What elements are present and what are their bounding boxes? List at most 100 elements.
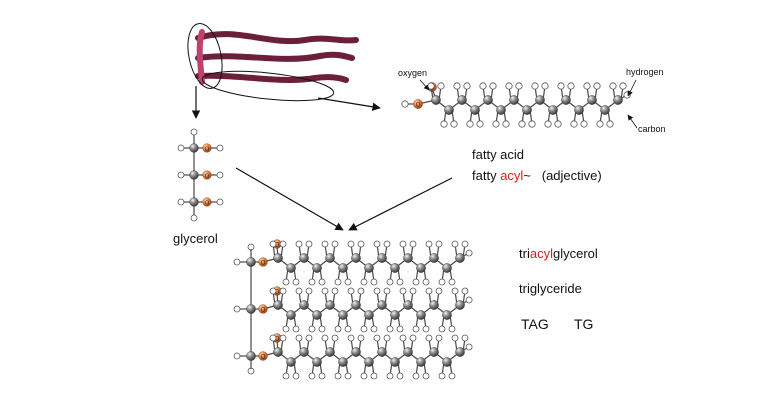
carbon-atom (286, 357, 296, 367)
hydrogen-atom (331, 240, 339, 248)
hydrogen-atom (321, 240, 329, 248)
hydrogen-atom (233, 352, 241, 360)
oxygen-atom-label: O (205, 200, 210, 206)
hydrogen-atom (373, 334, 381, 342)
hydrogen-atom (282, 325, 290, 333)
carbon-atom (325, 347, 335, 357)
hydrogen-atom (360, 278, 368, 286)
carbon-atom (338, 310, 348, 320)
carbon-atom (496, 105, 506, 115)
oxygen-atom-label: O (261, 260, 266, 266)
hydrogen-atom (357, 240, 365, 248)
hydrogen-atom (463, 82, 471, 90)
hydrogen-pointer (627, 79, 637, 97)
hydrogen-atom (580, 120, 588, 128)
hydrogen-atom (347, 240, 355, 248)
carbon-atom (416, 357, 426, 367)
hydrogen-atom (453, 82, 461, 90)
hydrogen-atom (318, 278, 326, 286)
arrow-fatty-acid-to-tag (348, 177, 453, 231)
hydrogen-atom (438, 278, 446, 286)
hydrogen-atom (409, 334, 417, 342)
hydrogen-atom (435, 287, 443, 295)
hydrogen-atom (190, 214, 198, 222)
hydrogen-atom (282, 372, 290, 380)
carbon-atom (351, 253, 361, 263)
carbon-atom (455, 300, 465, 310)
carbon-atom (429, 300, 439, 310)
carbon-atom (325, 300, 335, 310)
hydrogen-atom (334, 372, 342, 380)
hydrogen-atom (435, 240, 443, 248)
carbon-atom (189, 170, 199, 180)
hydrogen-atom (401, 100, 409, 108)
hydrogen-atom (425, 334, 433, 342)
carbon-atom (351, 300, 361, 310)
hydrogen-atom (360, 325, 368, 333)
hydrogen-atom (544, 120, 552, 128)
hydrogen-atom (279, 240, 287, 248)
triglyceride-label: triglyceride (519, 281, 582, 296)
carbon-atom (442, 310, 452, 320)
carbon-atom (189, 197, 199, 207)
hydrogen-atom (492, 120, 500, 128)
oxygen-atom-label: O (205, 173, 210, 179)
carbon-atom (364, 357, 374, 367)
hydrogen-atom (305, 287, 313, 295)
hydrogen-atom (357, 334, 365, 342)
hydrogen-atom (396, 325, 404, 333)
hydrogen-atom (438, 372, 446, 380)
hydrogen-atom (177, 198, 185, 206)
carbon-atom (312, 357, 322, 367)
carbon-atom (312, 263, 322, 273)
hydrogen-atom (425, 287, 433, 295)
tag-abbreviation: TAG (521, 316, 549, 332)
hydrogen-atom (409, 240, 417, 248)
carbon-atom (377, 347, 387, 357)
carbon-atom (403, 253, 413, 263)
hydrogen-atom (528, 120, 536, 128)
oxygen-atom (258, 304, 268, 314)
hydrogen-atom (461, 287, 469, 295)
hydrogen-atom (308, 278, 316, 286)
hydrogen-atom (619, 82, 627, 90)
hydrogen-atom (216, 144, 224, 152)
hydrogen-atom (373, 240, 381, 248)
hydrogen-atom (305, 240, 313, 248)
hydrogen-atom (489, 82, 497, 90)
carbon-atom (286, 310, 296, 320)
carbon-atom (613, 95, 623, 105)
carbon-atom (246, 351, 256, 361)
glycerol-label: glycerol (173, 231, 218, 246)
oxygen-atom-label: O (275, 336, 280, 342)
hydrogen-atom (557, 82, 565, 90)
carbon-atom (189, 143, 199, 153)
hydrogen-atom (308, 325, 316, 333)
hydrogen-atom (466, 120, 474, 128)
hydrogen-atom (465, 343, 473, 351)
hydrogen-label: hydrogen (626, 67, 664, 77)
hydrogen-atom (295, 240, 303, 248)
carbon-atom (548, 105, 558, 115)
oxygen-atom-label: O (205, 146, 210, 152)
carbon-atom (416, 263, 426, 273)
hydrogen-atom (461, 240, 469, 248)
arrow-to-fatty-acid (317, 97, 381, 111)
fatty-acyl-label: fatty acyl~ (adjective) (472, 168, 602, 183)
oxygen-atom (202, 170, 212, 180)
carbon-atom (246, 304, 256, 314)
hydrogen-atom (412, 278, 420, 286)
hydrogen-atom (479, 82, 487, 90)
carbon-atom (299, 253, 309, 263)
hydrogen-atom (450, 120, 458, 128)
hydrogen-atom (383, 287, 391, 295)
oxygen-atom-label: O (416, 102, 421, 109)
hydrogen-atom (606, 120, 614, 128)
hydrogen-atom (386, 372, 394, 380)
hydrogen-atom (269, 334, 277, 342)
carbon-atom (312, 310, 322, 320)
hydrogen-atom (609, 82, 617, 90)
hydrogen-atom (216, 171, 224, 179)
oxygen-atom (413, 99, 423, 109)
hydrogen-atom (461, 334, 469, 342)
